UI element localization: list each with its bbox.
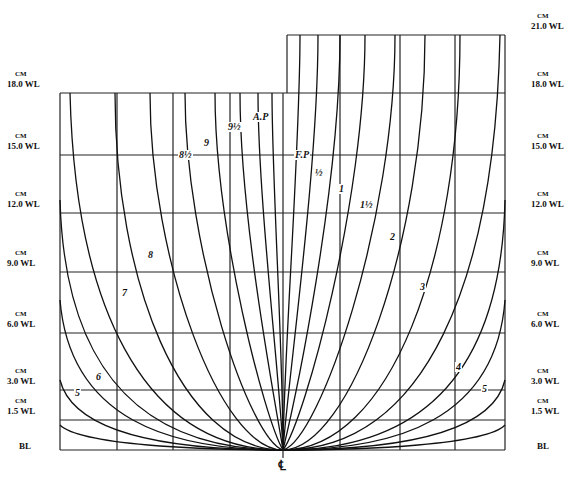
- waterline-label: 1.5 WL: [530, 407, 560, 416]
- waterline-label: 9.0 WL: [6, 259, 36, 268]
- unit-label: CM: [14, 71, 28, 78]
- station-number: 3: [419, 282, 426, 292]
- waterline-label: 6.0 WL: [6, 320, 36, 329]
- waterline-label: 15.0 WL: [530, 142, 565, 151]
- station-number: 8: [147, 250, 154, 260]
- waterline-label: 18.0 WL: [6, 80, 41, 89]
- unit-label: CM: [14, 133, 28, 140]
- unit-label: CM: [536, 191, 550, 198]
- waterline-label: 9.0 WL: [530, 259, 560, 268]
- station-number: 6: [95, 372, 102, 382]
- waterline-label: 21.0 WL: [530, 22, 565, 31]
- waterline-label: 12.0 WL: [530, 200, 565, 209]
- station-curves: [60, 35, 505, 450]
- grid: [60, 35, 505, 458]
- waterline-label: 1.5 WL: [6, 407, 36, 416]
- station-number: ½: [314, 168, 324, 178]
- unit-label: CM: [14, 250, 28, 257]
- station-number: 9: [203, 138, 210, 148]
- unit-label: CM: [536, 133, 550, 140]
- waterline-label: 15.0 WL: [6, 142, 41, 151]
- waterline-label: 3.0 WL: [530, 377, 560, 386]
- station-number: 1½: [359, 200, 374, 210]
- waterline-label: 6.0 WL: [530, 320, 560, 329]
- waterline-label: 12.0 WL: [6, 200, 41, 209]
- baseline-label: BL: [536, 442, 550, 451]
- centerline-symbol: ℄: [277, 459, 287, 473]
- unit-label: CM: [536, 71, 550, 78]
- baseline-label: BL: [18, 442, 32, 451]
- unit-label: CM: [14, 191, 28, 198]
- waterline-label: 3.0 WL: [6, 377, 36, 386]
- unit-label: CM: [14, 368, 28, 375]
- station-number: 9½: [227, 122, 242, 132]
- waterline-label: 18.0 WL: [530, 80, 565, 89]
- station-number: 4: [455, 362, 462, 372]
- station-number: 2: [389, 232, 396, 242]
- unit-label: CM: [536, 311, 550, 318]
- station-number: A.P: [252, 112, 269, 122]
- unit-label: CM: [536, 398, 550, 405]
- unit-label: CM: [14, 311, 28, 318]
- station-number: F.P: [294, 150, 310, 160]
- station-number: 5: [74, 388, 81, 398]
- station-number: 8½: [178, 150, 193, 160]
- unit-label: CM: [536, 250, 550, 257]
- unit-label: CM: [536, 368, 550, 375]
- unit-label: CM: [536, 13, 550, 20]
- unit-label: CM: [14, 398, 28, 405]
- station-number: 1: [338, 184, 345, 194]
- station-number: 5: [481, 384, 488, 394]
- station-number: 7: [121, 288, 128, 298]
